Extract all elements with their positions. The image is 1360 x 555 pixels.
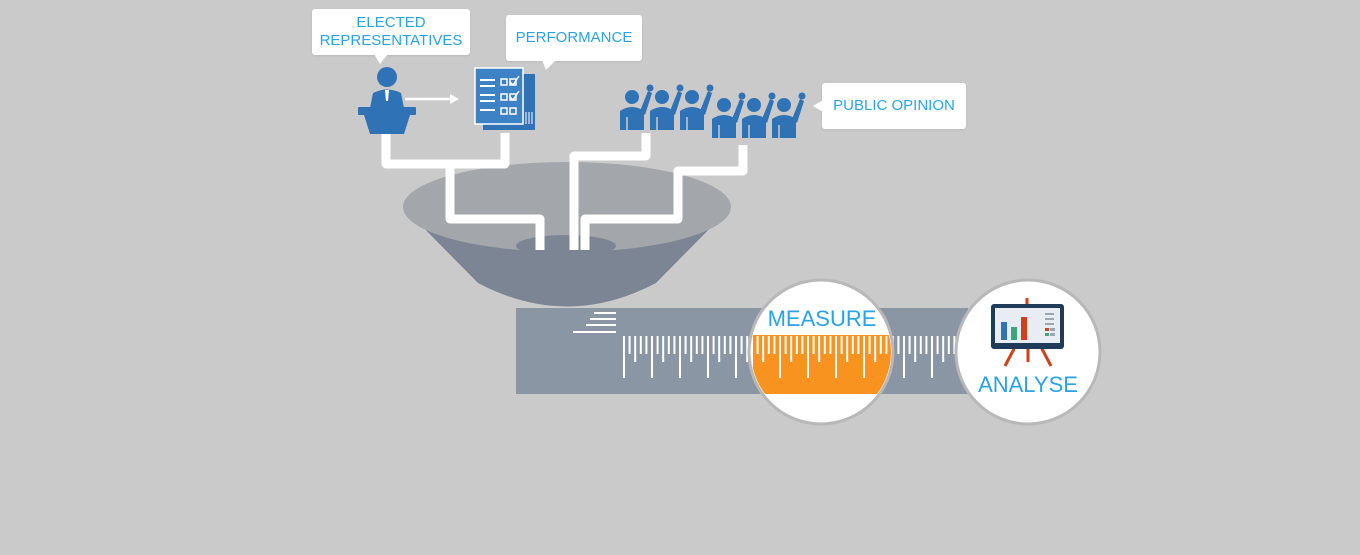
arrow-right-icon [405,94,459,104]
callout-public-opinion: PUBLIC OPINION [813,83,966,129]
callout-opinion-text: PUBLIC OPINION [833,97,955,114]
callout-elected-text: ELECTED REPRESENTATIVES [319,14,463,49]
callout-performance-text: PERFORMANCE [515,29,633,46]
analyse-label: ANALYSE [978,372,1078,397]
presentation-easel-chart-icon [991,298,1064,367]
measure-label: MEASURE [767,306,877,331]
callout-performance: PERFORMANCE [506,15,642,70]
audience-person [680,84,714,130]
analyse-circle [954,278,1102,426]
audience-person [712,92,746,138]
callout-elected-representatives: ELECTED REPRESENTATIVES [312,9,470,64]
measure-circle [747,278,895,426]
ruler-stack-lines [573,312,616,333]
funnel [403,162,731,307]
ruler [516,308,968,394]
audience-person [620,84,654,130]
audience-person [742,92,776,138]
audience-person [650,84,684,130]
audience-person [772,92,806,138]
input-pipes [381,133,748,250]
checklist-document-icon [474,67,535,130]
audience-raising-hands-icon [620,84,806,138]
speaker-at-podium-icon [358,67,416,134]
